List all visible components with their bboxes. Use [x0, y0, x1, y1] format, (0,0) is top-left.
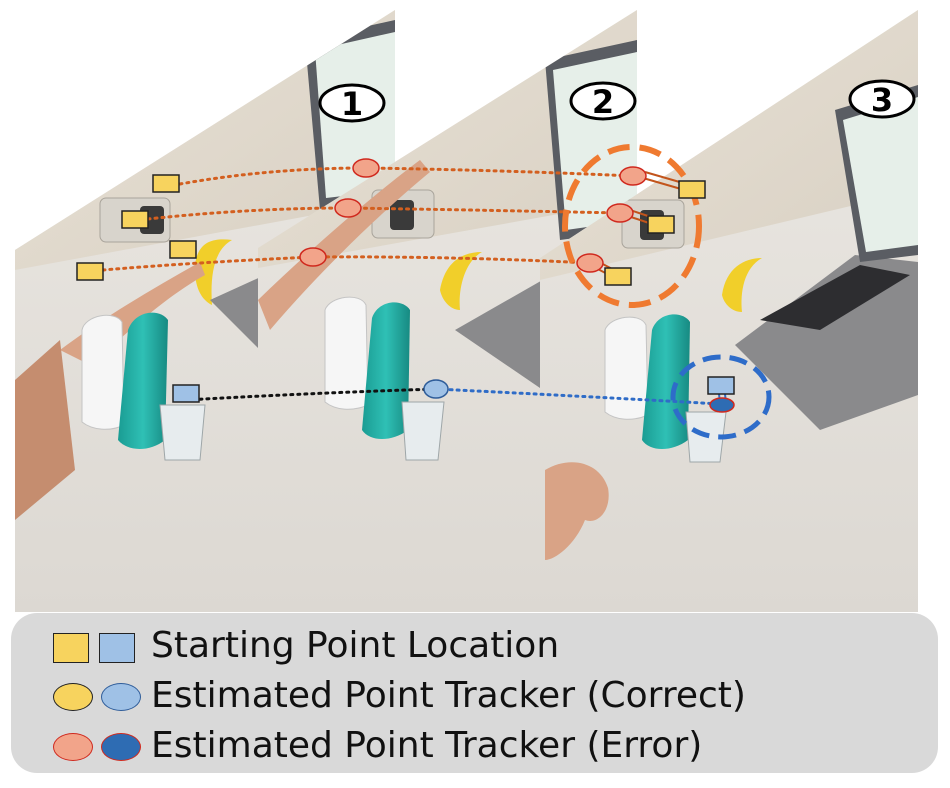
- track-line-orange-2: [146, 206, 622, 221]
- legend-label-correct: Estimated Point Tracker (Correct): [151, 675, 746, 716]
- starting-points-blue: [172, 376, 735, 403]
- start-square-blue-frame3: [707, 376, 735, 395]
- legend-panel: Starting Point Location Estimated Point …: [11, 613, 938, 773]
- start-square-3: [169, 240, 197, 259]
- start-square-2: [121, 210, 149, 229]
- frame-badge-2: 2: [569, 81, 637, 121]
- frame-badge-3: 3: [848, 79, 916, 119]
- legend-row-error: Estimated Point Tracker (Error): [11, 723, 938, 769]
- tracker-oval-correct-blue: [423, 379, 449, 399]
- tracker-ovals-error: [299, 158, 647, 273]
- tracker-oval-error-blue: [709, 397, 735, 413]
- dark-blue-oval-icon: [101, 733, 141, 761]
- start-square-4: [76, 262, 104, 281]
- legend-label-starting: Starting Point Location: [151, 625, 560, 666]
- orange-oval-icon: [53, 733, 93, 761]
- start-square-blue-1: [172, 384, 200, 403]
- blue-oval-icon: [101, 683, 141, 711]
- svg-text:1: 1: [341, 85, 363, 123]
- blue-square-icon: [99, 633, 135, 663]
- yellow-square-icon: [53, 633, 89, 663]
- blue-error-dashed-circle: [670, 354, 772, 440]
- legend-row-correct: Estimated Point Tracker (Correct): [11, 673, 938, 719]
- svg-text:3: 3: [871, 81, 893, 119]
- start-square-frame3-1: [678, 180, 706, 199]
- start-square-frame3-3: [604, 267, 632, 286]
- orange-error-dashed-circle: [562, 144, 702, 308]
- frame-badge-1: 1: [318, 83, 386, 123]
- legend-row-starting: Starting Point Location: [11, 623, 938, 669]
- start-square-frame3-2: [647, 215, 675, 234]
- legend-label-error: Estimated Point Tracker (Error): [151, 725, 703, 766]
- starting-points-yellow: [76, 174, 706, 286]
- svg-text:2: 2: [592, 83, 614, 121]
- yellow-oval-icon: [53, 683, 93, 711]
- track-line-blue: [434, 387, 722, 406]
- track-line-black: [184, 387, 438, 402]
- start-square-1: [152, 174, 180, 193]
